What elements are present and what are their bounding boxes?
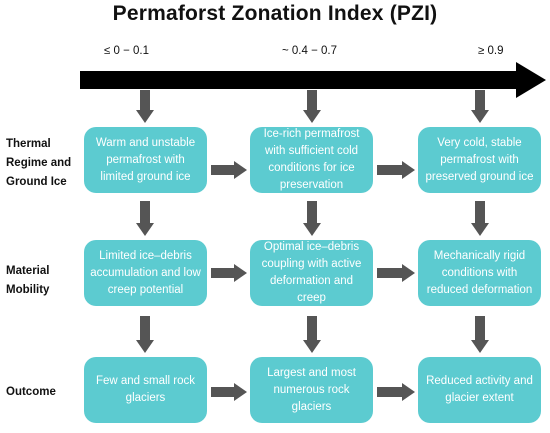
row-label-line: Ground Ice xyxy=(6,176,67,188)
box-outcome-high: Reduced activity and glacier extent xyxy=(418,357,541,423)
diagram-title: Permaforst Zonation Index (PZI) xyxy=(112,2,438,25)
right-arrow xyxy=(211,161,247,179)
row-label-material-mobility: Material Mobility xyxy=(6,262,49,300)
pzi-axis-arrow xyxy=(80,62,546,98)
row-label-line: Outcome xyxy=(6,386,56,398)
pzi-label-high: ≥ 0.9 xyxy=(478,45,504,57)
row-label-outcome: Outcome xyxy=(6,383,56,402)
pzi-label-low: ≤ 0 − 0.1 xyxy=(104,45,149,57)
right-arrow xyxy=(377,264,415,282)
down-arrow xyxy=(303,316,321,353)
row-label-line: Material xyxy=(6,265,50,277)
down-arrow xyxy=(303,201,321,236)
box-mobility-mid: Optimal ice–debris coupling with active … xyxy=(250,240,373,306)
right-arrow xyxy=(377,383,415,401)
row-label-line: Mobility xyxy=(6,284,50,296)
down-arrow xyxy=(303,90,321,123)
box-outcome-mid: Largest and most numerous rock glaciers xyxy=(250,357,373,423)
pzi-label-mid: ~ 0.4 − 0.7 xyxy=(282,45,337,57)
down-arrow xyxy=(471,201,489,236)
right-arrow xyxy=(211,383,247,401)
row-label-thermal-regime: Thermal Regime and Ground Ice xyxy=(6,135,71,192)
box-mobility-high: Mechanically rigid conditions with reduc… xyxy=(418,240,541,306)
row-label-line: Thermal xyxy=(6,138,51,150)
down-arrow xyxy=(136,201,154,236)
right-arrow xyxy=(377,161,415,179)
down-arrow xyxy=(471,316,489,353)
down-arrow xyxy=(136,90,154,123)
box-thermal-mid: Ice-rich permafrost with sufficient cold… xyxy=(250,127,373,193)
box-thermal-high: Very cold, stable permafrost with preser… xyxy=(418,127,541,193)
right-arrow xyxy=(211,264,247,282)
down-arrow xyxy=(471,90,489,123)
box-outcome-low: Few and small rock glaciers xyxy=(84,357,207,423)
box-thermal-low: Warm and unstable permafrost with limite… xyxy=(84,127,207,193)
row-label-line: Regime and xyxy=(6,157,72,169)
box-mobility-low: Limited ice–debris accumulation and low … xyxy=(84,240,207,306)
down-arrow xyxy=(136,316,154,353)
